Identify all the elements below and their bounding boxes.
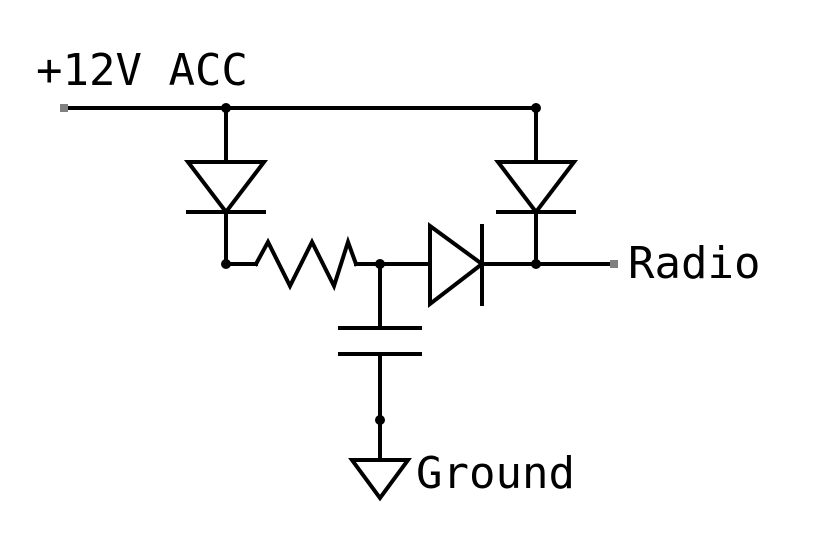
resistor-zigzag [253, 235, 359, 292]
left-diode-body [183, 160, 269, 216]
output-terminal-pin [610, 260, 618, 268]
right-diode-body [493, 160, 579, 216]
series-diode-body [428, 222, 486, 309]
ground-label: Ground [416, 448, 575, 499]
junction-dot [531, 103, 541, 113]
output-label: Radio [628, 238, 760, 289]
junction-dot [375, 259, 385, 269]
supply-label: +12V ACC [36, 45, 248, 96]
junction-dot [221, 103, 231, 113]
supply-terminal-pin [60, 104, 68, 112]
ground-symbol [348, 458, 412, 502]
junction-dot [221, 259, 231, 269]
junction-dot [531, 259, 541, 269]
junction-dot [375, 415, 385, 425]
